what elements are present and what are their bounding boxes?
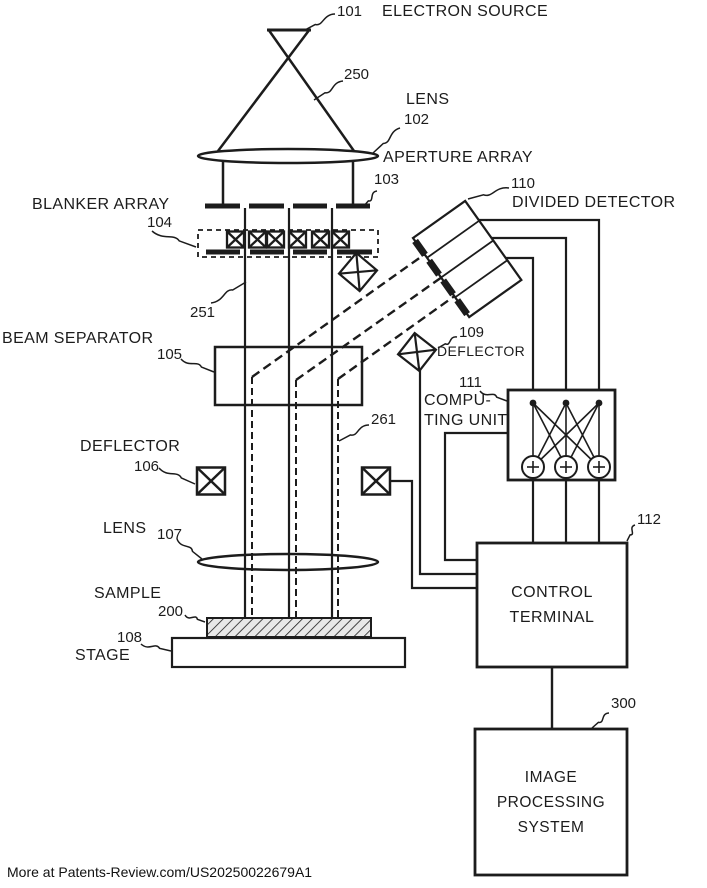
ref-102: 102	[404, 111, 430, 128]
leader-106	[158, 467, 196, 485]
ref-104: 104	[147, 214, 173, 231]
control-terminal-line1: CONTROL	[511, 584, 593, 601]
label-divided-detector: DIVIDED DETECTOR	[512, 194, 676, 211]
electron-source-symbol	[217, 28, 356, 152]
input-dots	[529, 399, 603, 407]
blanker-array-symbol	[197, 229, 379, 258]
leader-101	[302, 13, 336, 32]
plus-signs	[527, 461, 605, 473]
label-aperture-array: APERTURE ARRAY	[383, 149, 533, 166]
ref-105: 105	[157, 346, 183, 363]
image-processing-line1: IMAGE	[524, 768, 578, 786]
lens-upper-symbol	[196, 147, 380, 165]
leader-108	[140, 643, 172, 652]
ref-107: 107	[157, 526, 183, 543]
leader-111	[479, 390, 508, 402]
ref-112: 112	[637, 511, 661, 528]
control-terminal-line2: TERMINAL	[509, 609, 595, 626]
computing-output-wires	[531, 478, 601, 543]
label-sample: SAMPLE	[94, 585, 162, 602]
image-processing-line2: PROCESSING	[496, 793, 606, 811]
deflector-106-symbol	[195, 466, 227, 496]
ref-106: 106	[134, 458, 160, 475]
control-terminal-text: CONTROL TERMINAL	[477, 543, 627, 667]
ref-251: 251	[190, 304, 216, 321]
leader-251	[210, 281, 247, 304]
leader-107	[176, 538, 203, 560]
label-computing-unit-2: TING UNIT	[424, 412, 508, 429]
leader-109	[437, 336, 458, 349]
column-lines	[221, 161, 355, 204]
sample-symbol	[206, 617, 372, 638]
label-electron-source: ELECTRON SOURCE	[382, 3, 549, 20]
secondary-beam-diagonals	[251, 253, 457, 381]
stage-symbol	[170, 636, 407, 669]
label-blanker-array: BLANKER ARRAY	[32, 196, 170, 213]
leader-103	[362, 190, 378, 208]
divided-detector-symbol	[411, 199, 523, 319]
lens-lower-symbol	[196, 552, 380, 572]
ref-261: 261	[371, 411, 397, 428]
image-processing-text: IMAGE PROCESSING SYSTEM	[475, 729, 627, 875]
leader-261	[338, 424, 370, 442]
ref-109: 109	[459, 324, 485, 341]
label-beam-separator: BEAM SEPARATOR	[2, 330, 154, 347]
primary-beam-lines	[243, 208, 334, 618]
deflector-106b-symbol	[360, 466, 392, 496]
secondary-beam-lines	[251, 377, 339, 618]
image-processing-line3: SYSTEM	[517, 818, 585, 836]
label-lens-lower: LENS	[103, 520, 147, 537]
leader-110	[467, 187, 510, 200]
leader-112	[626, 524, 636, 542]
ref-200: 200	[158, 603, 184, 620]
label-computing-unit-1: COMPU-	[424, 392, 492, 409]
deflector-diamond-blanker	[337, 251, 379, 293]
ref-101: 101	[337, 3, 363, 20]
leader-lines	[140, 13, 636, 729]
ref-250: 250	[344, 66, 370, 83]
footer-attribution: More at Patents-Review.com/US20250022679…	[7, 864, 313, 880]
leader-200	[184, 614, 206, 623]
control-wires-left	[390, 370, 508, 590]
leader-250	[313, 80, 344, 101]
ref-300: 300	[611, 695, 637, 712]
image-processing-box	[473, 727, 629, 877]
leader-300	[591, 712, 610, 729]
label-deflector-109: DEFLECTOR	[437, 343, 526, 359]
deflector-109-symbol	[396, 331, 438, 373]
label-lens-upper: LENS	[406, 91, 450, 108]
leader-105	[180, 358, 215, 373]
ref-110: 110	[511, 175, 535, 192]
detector-wires	[474, 218, 601, 403]
ref-108: 108	[117, 629, 143, 646]
computing-unit-symbol	[506, 388, 617, 482]
leader-104	[151, 230, 197, 248]
label-stage: STAGE	[75, 647, 131, 664]
leader-102	[372, 127, 401, 154]
ref-111: 111	[459, 374, 482, 391]
detector-pads	[412, 238, 470, 317]
ref-103: 103	[374, 171, 400, 188]
label-deflector-106: DEFLECTOR	[80, 438, 181, 455]
beam-separator-box	[213, 345, 364, 407]
